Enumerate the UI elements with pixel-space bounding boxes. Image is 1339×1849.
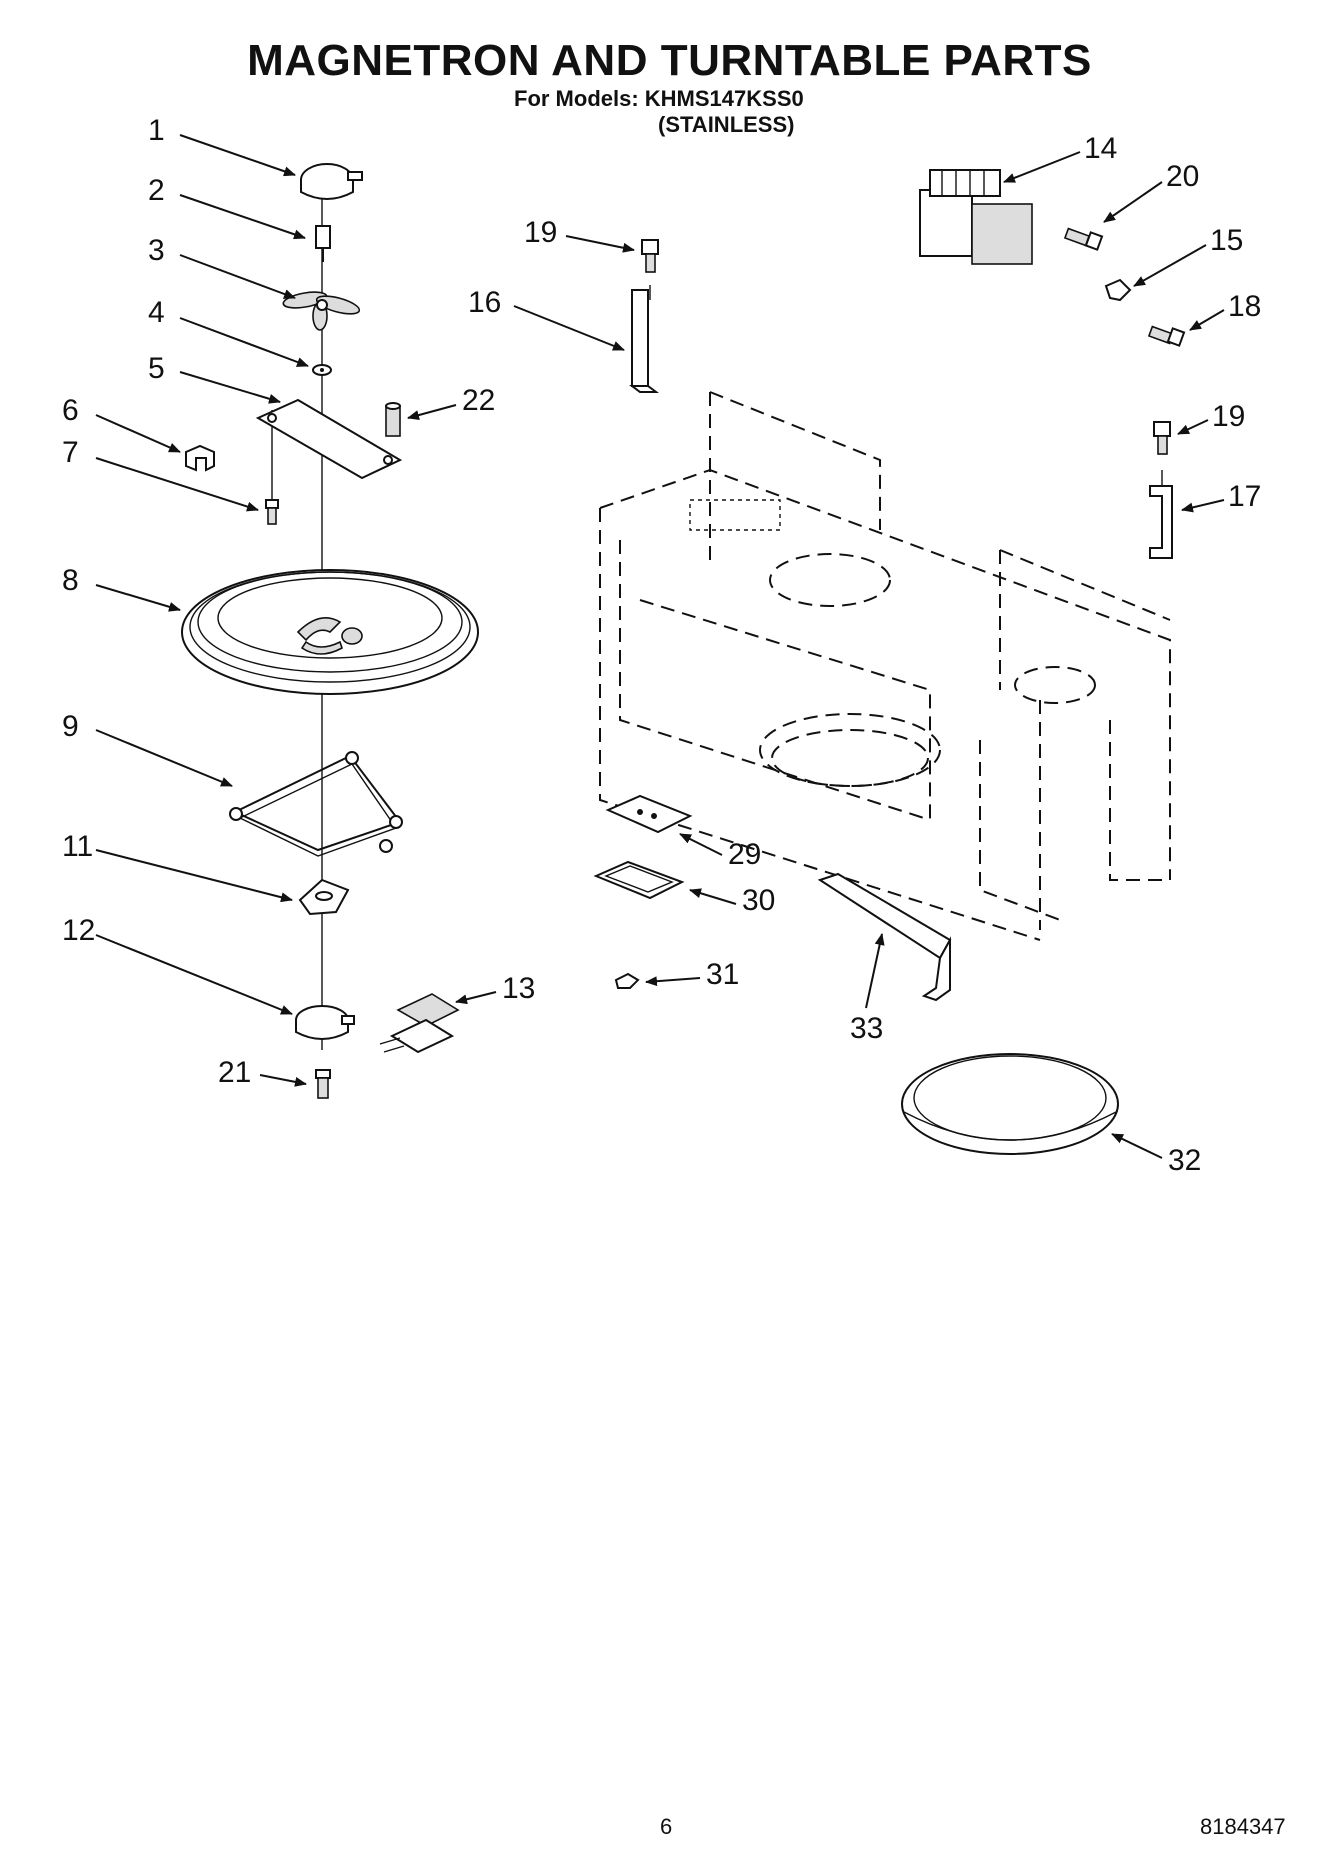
callout-label-9: 9 [62, 710, 79, 743]
part-2-coupler[interactable] [315, 225, 331, 262]
part-3-fan-blade[interactable] [282, 289, 361, 331]
callout-arrow-14 [1003, 151, 1081, 183]
callout-arrow-32 [1111, 1133, 1163, 1159]
page-number: 6 [660, 1814, 673, 1839]
callout-arrow-31 [645, 976, 701, 987]
callout-label-33: 33 [850, 1012, 883, 1045]
part-6-clip[interactable] [185, 444, 215, 472]
callout-arrow-30 [689, 888, 737, 905]
callout-label-11: 11 [62, 830, 93, 863]
callout-arrow-33 [865, 933, 885, 1009]
callout-label-31: 31 [706, 958, 739, 991]
part-33-guide-rail[interactable] [817, 872, 952, 1002]
callout-arrow-20 [1103, 181, 1163, 223]
callout-arrow-3 [179, 254, 296, 299]
part-15-clip[interactable] [1104, 278, 1132, 302]
callout-arrow-2 [179, 194, 306, 240]
model-info: For Models: KHMS147KSS0 (STAINLESS) [514, 86, 804, 138]
callout-arrow-21 [259, 1074, 307, 1087]
callout-label-30: 30 [742, 884, 775, 917]
part-20-screw[interactable] [1063, 227, 1104, 251]
microwave-cavity-outline [599, 391, 1171, 941]
callout-label-7: 7 [62, 436, 79, 469]
part-31-clip[interactable] [614, 972, 640, 989]
callout-label-32: 32 [1168, 1144, 1201, 1177]
callout-label-19-top: 19 [524, 216, 557, 249]
callout-arrow-5 [179, 371, 281, 404]
callout-label-3: 3 [148, 234, 165, 267]
callout-label-2: 2 [148, 174, 165, 207]
callout-arrow-13 [455, 991, 497, 1005]
callout-label-15: 15 [1210, 224, 1243, 257]
part-9-roller-ring[interactable] [229, 751, 403, 857]
part-8-glass-turntable-tray[interactable] [181, 569, 479, 695]
callout-label-16: 16 [468, 286, 501, 319]
callout-label-12: 12 [62, 914, 95, 947]
callout-label-17: 17 [1228, 480, 1261, 513]
callout-arrow-7 [95, 457, 259, 512]
callout-arrow-19-top [565, 235, 635, 253]
callout-label-29: 29 [728, 838, 761, 871]
callout-label-19-right: 19 [1212, 400, 1245, 433]
part-30-gasket[interactable] [593, 860, 685, 900]
callout-label-1: 1 [148, 114, 165, 147]
part-13-switch[interactable] [379, 993, 460, 1054]
callout-label-5: 5 [148, 352, 165, 385]
callout-arrow-4 [179, 317, 309, 367]
callout-label-13: 13 [502, 972, 535, 1005]
callout-label-8: 8 [62, 564, 79, 597]
part-19-screw-right[interactable] [1153, 421, 1171, 455]
callout-label-18: 18 [1228, 290, 1261, 323]
model-number-line: For Models: KHMS147KSS0 [514, 86, 804, 111]
callout-arrow-18 [1189, 309, 1225, 331]
part-12-drive-motor[interactable] [295, 1005, 355, 1040]
part-29-filter[interactable] [605, 794, 693, 834]
part-4-washer[interactable] [312, 364, 332, 376]
callout-arrow-6 [95, 414, 181, 453]
page-title: MAGNETRON AND TURNTABLE PARTS [247, 36, 1092, 85]
callout-label-21: 21 [218, 1056, 251, 1089]
part-5-mounting-plate[interactable] [255, 398, 403, 480]
part-16-bracket[interactable] [629, 289, 659, 393]
callout-arrow-29 [679, 833, 723, 856]
callout-label-4: 4 [148, 296, 165, 329]
part-32-tray-ring[interactable] [901, 1053, 1119, 1155]
part-22-pin[interactable] [385, 402, 401, 437]
callout-label-14: 14 [1084, 132, 1117, 165]
part-19-screw-top[interactable] [641, 239, 659, 300]
callout-arrow-22 [407, 404, 457, 420]
callout-arrow-1 [179, 134, 296, 177]
callout-arrow-19-right [1177, 419, 1209, 435]
part-21-screw[interactable] [315, 1069, 331, 1099]
document-number: 8184347 [1200, 1814, 1286, 1839]
callout-arrow-17 [1181, 499, 1225, 513]
callout-arrow-16 [513, 305, 625, 351]
callout-arrow-8 [95, 584, 181, 612]
callout-label-22: 22 [462, 384, 495, 417]
callout-arrow-9 [95, 729, 233, 787]
callout-label-20: 20 [1166, 160, 1199, 193]
part-11-turntable-hub[interactable] [298, 878, 350, 916]
part-1-turntable-motor[interactable] [300, 163, 363, 200]
callout-arrow-12 [95, 934, 293, 1015]
part-18-screw[interactable] [1147, 325, 1186, 347]
part-17-bracket[interactable] [1149, 470, 1173, 559]
part-14-high-voltage-transformer[interactable] [919, 169, 1033, 265]
part-7-screw[interactable] [265, 499, 279, 525]
callout-arrow-11 [95, 849, 293, 903]
callout-label-6: 6 [62, 394, 79, 427]
callout-arrow-15 [1133, 244, 1207, 287]
model-variant: (STAINLESS) [658, 112, 795, 137]
